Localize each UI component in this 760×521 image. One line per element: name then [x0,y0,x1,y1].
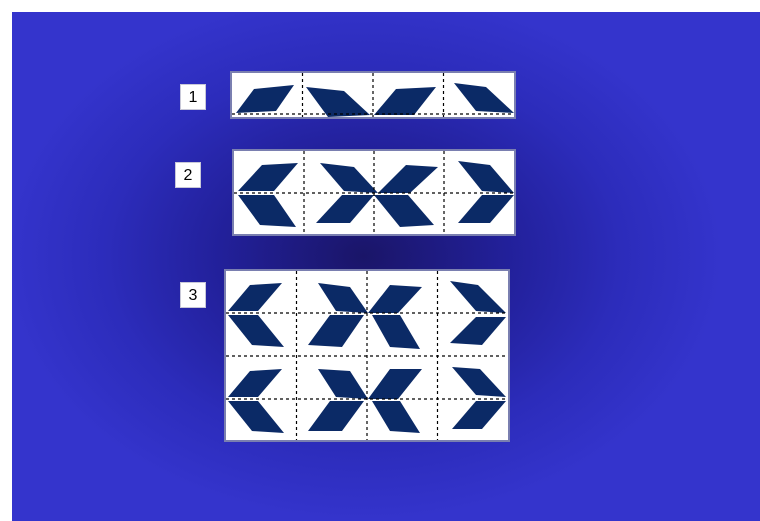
figure-2-tiling [234,151,514,234]
figure-1-label: 1 [180,84,206,110]
figure-3-label: 3 [180,282,206,308]
figure-2-grid [232,149,516,236]
figure-1-strip [230,71,516,119]
figure-3-grid [224,269,510,442]
figure-1-tiling [232,73,514,117]
slide-background: 1 2 3 [12,12,760,521]
figure-3-tiling [226,271,508,440]
figure-2-label: 2 [175,162,201,188]
